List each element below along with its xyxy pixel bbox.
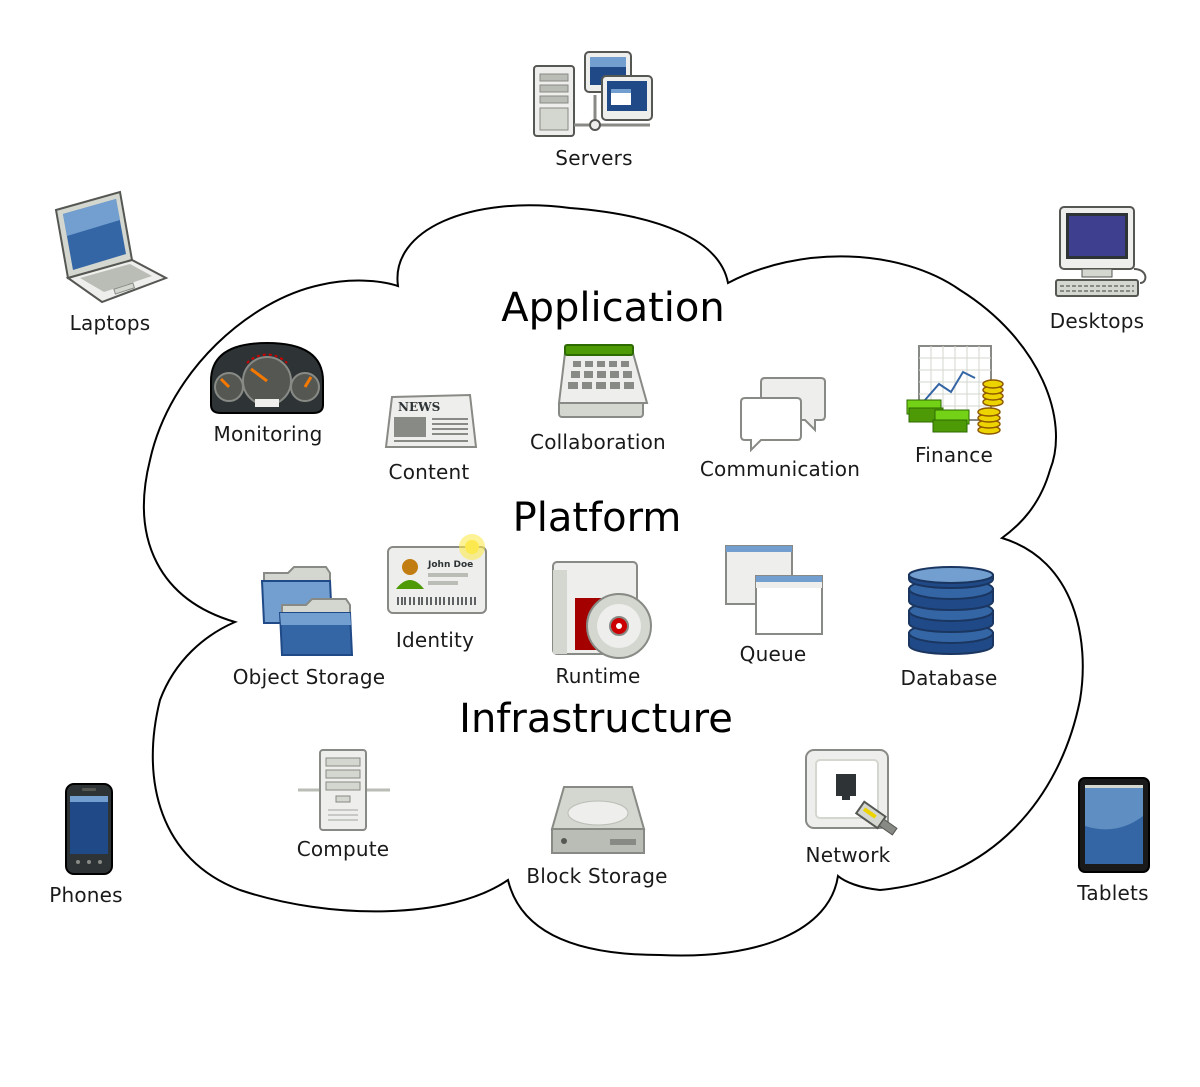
tablets-label: Tablets (1077, 881, 1149, 905)
layer-heading-infrastructure: Infrastructure (459, 696, 733, 742)
finance-label: Finance (915, 443, 993, 467)
speech-bubbles-icon (740, 377, 826, 453)
database-icon (908, 566, 994, 655)
identity-label: Identity (395, 628, 475, 652)
database-label: Database (900, 666, 998, 690)
monitoring-label: Monitoring (213, 422, 323, 446)
laptop-icon (54, 190, 169, 304)
servers-label: Servers (555, 146, 633, 170)
communication-label: Communication (699, 457, 861, 481)
network-label: Network (805, 843, 891, 867)
layer-heading-platform: Platform (512, 495, 682, 541)
folders-icon (260, 566, 354, 656)
collaboration-label: Collaboration (530, 430, 666, 454)
queue-windows-icon (725, 545, 823, 635)
compute-server-icon (298, 749, 390, 831)
laptops-label: Laptops (69, 311, 151, 335)
newspaper-icon: NEWS (384, 393, 478, 448)
finance-chart-icon (906, 345, 1004, 435)
phones-label: Phones (49, 883, 123, 907)
id-name-text: John Doe (427, 560, 473, 570)
queue-label: Queue (739, 642, 807, 666)
news-text: NEWS (398, 400, 440, 414)
desktops-label: Desktops (1049, 309, 1145, 333)
servers-icon (533, 51, 653, 137)
runtime-label: Runtime (555, 664, 641, 688)
phone-icon (65, 783, 113, 875)
id-card-icon: John Doe (387, 534, 487, 614)
runtime-cd-icon (552, 561, 652, 659)
compute-label: Compute (296, 837, 390, 861)
block-storage-label: Block Storage (526, 864, 668, 888)
object-storage-label: Object Storage (232, 665, 386, 689)
network-jack-icon (805, 749, 898, 836)
content-label: Content (388, 460, 470, 484)
layer-heading-application: Application (501, 285, 725, 331)
tablet-icon (1078, 777, 1150, 873)
calendar-icon (557, 344, 649, 418)
hard-disk-icon (550, 786, 646, 854)
speedometer-icon (210, 341, 324, 414)
desktop-icon (1055, 206, 1147, 297)
